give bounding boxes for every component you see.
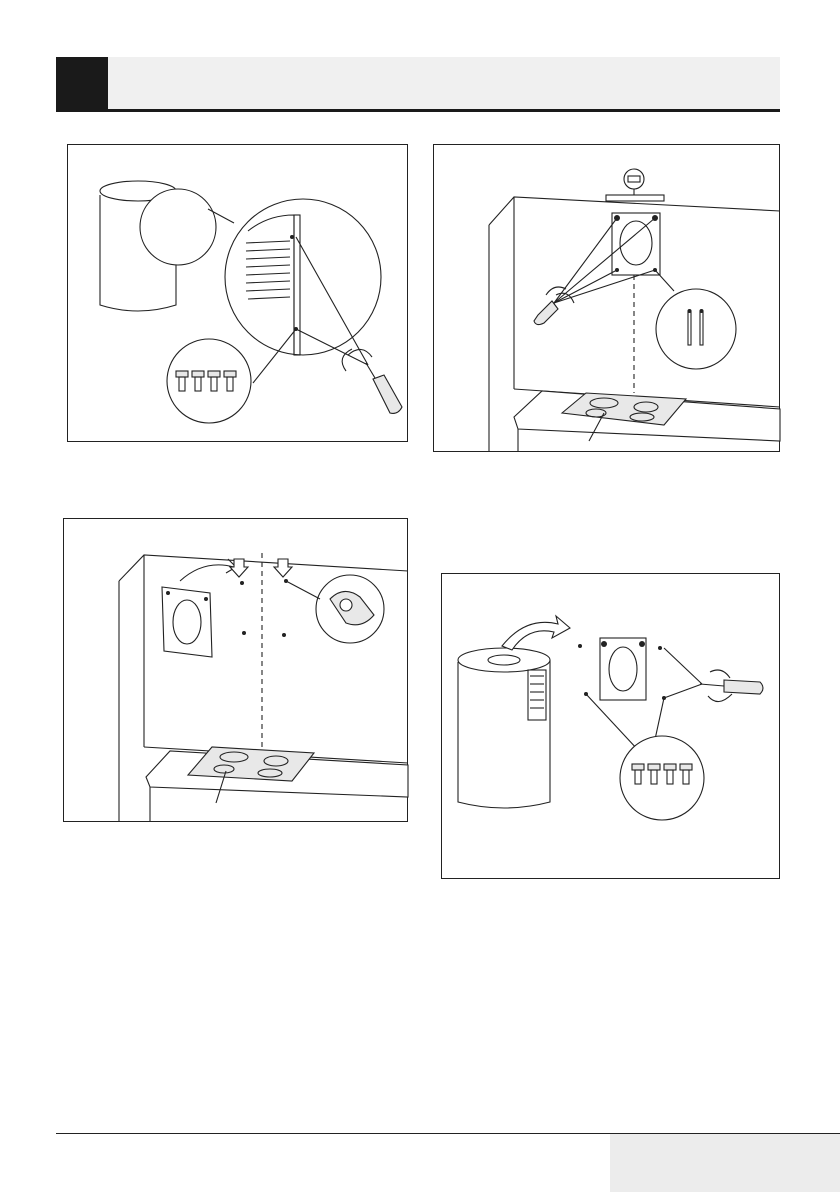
- screwdriver-icon: [700, 670, 763, 702]
- section-header-band: [56, 57, 780, 112]
- screwdriver-icon: [342, 349, 402, 413]
- spirit-level-icon: [606, 169, 664, 201]
- anchors-inset: [656, 289, 736, 369]
- figure-hang-hood-on-bracket: [441, 573, 780, 879]
- illustration-wall-bracket: [64, 519, 409, 823]
- screwdriver-icon: [534, 287, 574, 325]
- mounting-bracket-icon: [162, 587, 212, 657]
- mounting-bracket-icon: [600, 638, 646, 700]
- page-number-box: [610, 1134, 840, 1192]
- figure-mark-ceiling-bracket: [433, 144, 780, 452]
- illustration-hang-hood: [442, 574, 781, 880]
- figure-remove-side-screws: [67, 144, 408, 442]
- mounting-bracket-icon: [612, 213, 660, 275]
- figure-fix-bracket-to-wall: [63, 518, 408, 822]
- hob-icon: [188, 747, 314, 781]
- screws-inset: [167, 339, 251, 423]
- illustration-hood-screws: [68, 145, 409, 443]
- vent-slots-icon: [528, 670, 546, 720]
- illustration-ceiling-bracket: [434, 145, 781, 453]
- curved-arrow-icon: [502, 616, 570, 650]
- section-number-block: [56, 57, 108, 112]
- arrow-icon: [180, 565, 234, 581]
- screws-inset: [620, 736, 704, 820]
